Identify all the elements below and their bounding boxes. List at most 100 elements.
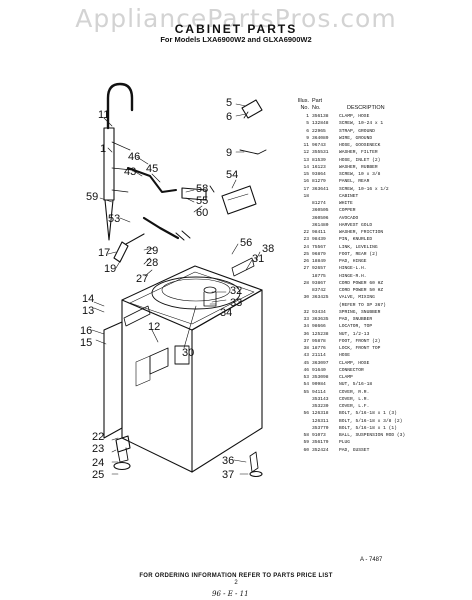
part-number: 81539 <box>312 157 326 163</box>
part-description: COVER, R.R. <box>339 389 370 395</box>
table-row: (REFER TO SP 367) <box>297 302 469 309</box>
callout-number: 1 <box>100 143 106 155</box>
part-number: 126318 <box>312 411 329 417</box>
table-header-row-2: No. No. DESCRIPTION <box>297 105 469 112</box>
watermark-logo: AppliancePartsPros.com <box>75 4 397 33</box>
part-description: LOCATOR, TOP <box>339 324 373 330</box>
part-description: BOLT, 5/16-18 x 3/8 (2) <box>339 418 403 424</box>
page-number: 2 <box>234 580 238 586</box>
part-description: HINGE-R.H. <box>339 273 367 279</box>
illus-number: 28 <box>303 280 309 286</box>
part-number: 18776 <box>312 346 326 351</box>
part-description: WASHER, FILTER <box>339 150 378 156</box>
part-description: WASHER, RUBBER <box>339 164 378 170</box>
callout-number: 54 <box>226 169 238 181</box>
illus-number: 26 <box>303 259 309 264</box>
part-description: NUT, 5/16-18 <box>339 382 373 388</box>
part-number: 91073 <box>312 433 326 438</box>
part-number: 95878 <box>312 338 326 344</box>
part-description: HOSE, GOOSENECK <box>339 143 381 148</box>
illus-number: 16 <box>303 179 309 185</box>
illus-number <box>297 207 312 214</box>
part-number: 21114 <box>312 353 326 359</box>
part-number: 363425 <box>312 295 329 301</box>
callout-number: 15 <box>80 337 92 349</box>
part-number: 356179 <box>312 440 329 446</box>
illus-number: 53 <box>303 375 309 380</box>
illus-number: 46 <box>303 367 309 373</box>
illus-number: 25 <box>303 251 309 257</box>
part-description: HOSE, INLET (2) <box>339 157 381 163</box>
illus-number: 12 <box>303 150 309 156</box>
illus-number: 17 <box>303 186 309 192</box>
callout-number: 19 <box>104 263 116 275</box>
part-description: (REFER TO SP 367) <box>339 302 386 308</box>
part-number: 75567 <box>312 244 326 250</box>
part-description: WIRE, GROUND <box>339 135 373 141</box>
callout-number: 53 <box>108 213 120 225</box>
callout-number: 33 <box>230 297 242 309</box>
part-description: HINGE-L.H. <box>339 266 367 272</box>
illus-number: 36 <box>303 331 309 337</box>
part-number: 16123 <box>312 164 326 170</box>
illus-number <box>297 200 312 207</box>
part-description: BALL, SUSPENSION ROD (3) <box>339 433 406 438</box>
illus-number <box>297 418 312 425</box>
handwritten-code: 96 - E - 11 <box>212 590 249 598</box>
callout-number: 23 <box>92 443 104 455</box>
part-number: 98439 <box>312 237 326 243</box>
part-number: 352424 <box>312 447 329 453</box>
callout-number: 5 <box>226 97 232 109</box>
illus-number: 33 <box>303 317 309 322</box>
part-number: 360505 <box>312 208 329 214</box>
part-number: 363635 <box>312 317 329 322</box>
header-part-no: No. <box>312 104 321 111</box>
part-number: 18849 <box>312 259 326 264</box>
part-description: PAD, GUSSET <box>339 447 370 453</box>
illus-number: 59 <box>303 440 309 446</box>
part-description: PANEL, REAR <box>339 179 370 185</box>
callout-number: 29 <box>146 245 158 257</box>
page-subtitle: For Models LXA6900W2 and GLXA6900W2 <box>160 35 312 44</box>
callout-number: 22 <box>92 431 104 443</box>
part-number: 132848 <box>312 121 329 127</box>
part-description: CLAMP <box>339 375 353 380</box>
part-number: 93867 <box>312 280 326 286</box>
part-description: WHITE <box>339 201 353 206</box>
callout-number: 36 <box>222 455 234 467</box>
part-number: 83742 <box>312 288 326 293</box>
callout-number: 60 <box>196 207 208 219</box>
drawing-reference-code: A - 7487 <box>360 557 383 563</box>
illus-number: 1 <box>306 114 309 119</box>
illus-number: 60 <box>303 447 309 453</box>
callout-number: 58 <box>196 183 208 195</box>
part-description: COPPER <box>339 208 356 214</box>
illus-number <box>297 302 312 309</box>
illus-number: 6 <box>306 128 309 134</box>
callout-number: 59 <box>86 191 98 203</box>
callout-number: 30 <box>182 347 194 359</box>
illus-number: 11 <box>303 143 309 148</box>
part-number: 353098 <box>312 375 329 380</box>
